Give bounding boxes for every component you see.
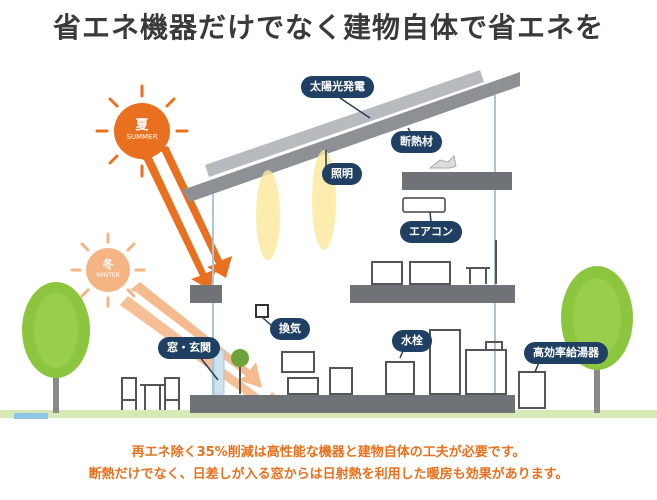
caption-line-1: 再エネ除く35%削減は高性能な機器と建物自体の工夫が必要です。 [131,445,526,460]
page-title: 省エネ機器だけでなく建物自体で省エネを [52,11,604,44]
sun-summer-text: SUMMER [126,133,158,141]
summer-ray-1 [138,153,216,290]
sun-summer-kanji: 夏 [135,118,149,133]
living-room-furniture [239,351,353,395]
attic-slab [402,172,512,190]
callout-pointers [195,97,543,381]
foundation [190,395,515,413]
solar-panel [205,70,484,177]
sun-summer-icon [95,84,189,178]
caption-line-2: 断熱だけでなく、日差しが入る窓からは日射熱を利用した暖房も効果があります。 [88,467,569,482]
water-heater-icon [518,371,546,409]
callout-ventilation: 換気 [270,318,310,340]
second-floor-slab [350,285,515,303]
callout-aircon: エアコン [400,221,462,243]
sun-summer-label: 夏 SUMMER [114,114,170,141]
sun-winter-text: WINTER [96,272,120,279]
callout-water-heater: 高効率給湯器 [524,342,608,364]
sun-winter-icon [70,232,146,308]
callout-faucet: 水栓 [392,330,432,352]
tree-left [22,282,90,413]
vent-icon [255,304,269,318]
ground [0,410,657,418]
callout-insulation: 断熱材 [391,131,442,153]
callout-solar: 太陽光発電 [301,76,374,98]
plant-icon [231,349,249,367]
tree-right [561,266,633,413]
callout-window: 窓・玄関 [158,337,220,359]
light-cone-1 [256,170,280,260]
pond [14,413,48,419]
upstairs-furniture [371,240,497,285]
eave-block [190,285,222,303]
cat-icon [428,154,457,169]
sun-winter-label: 冬 WINTER [84,256,132,279]
roof [182,72,520,202]
sun-winter-kanji: 冬 [102,258,114,271]
patio-furniture [121,377,180,410]
aircon-icon [402,197,446,213]
winter-ray-1 [130,282,262,388]
kitchen [385,329,507,395]
caption: 再エネ除く35%削減は高性能な機器と建物自体の工夫が必要です。 断熱だけでなく、… [0,442,657,486]
callout-lighting: 照明 [322,163,362,185]
